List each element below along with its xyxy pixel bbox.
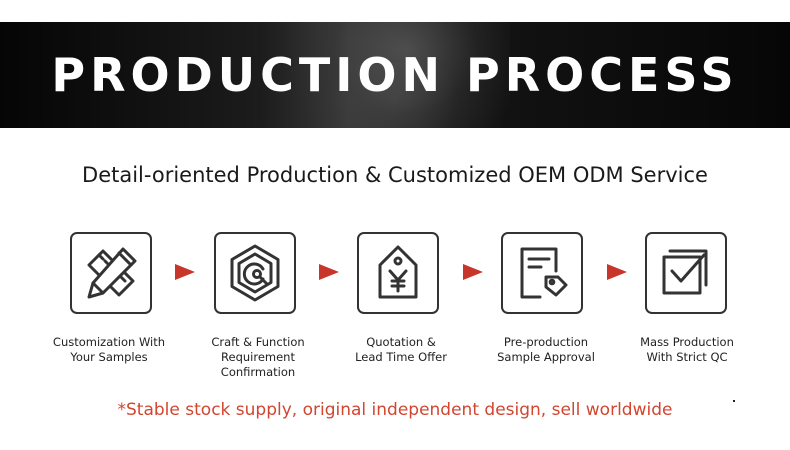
step-2-label-line-3: Confirmation (220, 365, 296, 379)
step-5-label-line-2: With Strict QC (646, 350, 728, 364)
step-2-label-line-1: Craft & Function (211, 335, 305, 349)
banner-background-shadow (330, 62, 460, 128)
document-tag-icon (520, 247, 568, 299)
step-2-label: Craft & Function Requirement Confirmatio… (183, 335, 333, 380)
banner-background-figure (280, 22, 510, 128)
step-4-icon-box (501, 232, 583, 314)
step-1-icon-box (70, 232, 152, 314)
page-title: PRODUCTION PROCESS (51, 48, 739, 102)
step-arrow-1 (175, 264, 195, 280)
price-tag-yen-icon (378, 245, 418, 299)
step-arrow-2 (319, 264, 339, 280)
step-5-icon-box (645, 232, 727, 314)
step-2-label-line-2: Requirement (221, 350, 295, 364)
step-4-label-line-1: Pre-production (503, 335, 589, 349)
craft-hexagon-icon (230, 244, 280, 302)
step-3-label-line-1: Quotation & (366, 335, 436, 349)
step-4-label: Pre-production Sample Approval (471, 335, 621, 365)
step-arrow-4 (607, 264, 627, 280)
step-1-label: Customization With Your Samples (34, 335, 184, 365)
step-5-label: Mass Production With Strict QC (612, 335, 762, 365)
step-3-label-line-2: Lead Time Offer (355, 350, 447, 364)
step-arrow-3 (463, 264, 483, 280)
pencil-ruler-icon (87, 247, 137, 299)
step-4-label-line-2: Sample Approval (497, 350, 595, 364)
step-3-icon-box (357, 232, 439, 314)
step-2-icon-box (214, 232, 296, 314)
header-banner: PRODUCTION PROCESS (0, 22, 790, 128)
step-1-label-line-2: Your Samples (70, 350, 148, 364)
checkbox-icon (662, 249, 708, 295)
footnote-text: *Stable stock supply, original independe… (117, 400, 673, 420)
stray-dot (733, 400, 735, 402)
step-5-label-line-1: Mass Production (640, 335, 734, 349)
section-subtitle: Detail-oriented Production & Customized … (82, 163, 708, 187)
step-1-label-line-1: Customization With (52, 335, 166, 349)
step-3-label: Quotation & Lead Time Offer (326, 335, 476, 365)
